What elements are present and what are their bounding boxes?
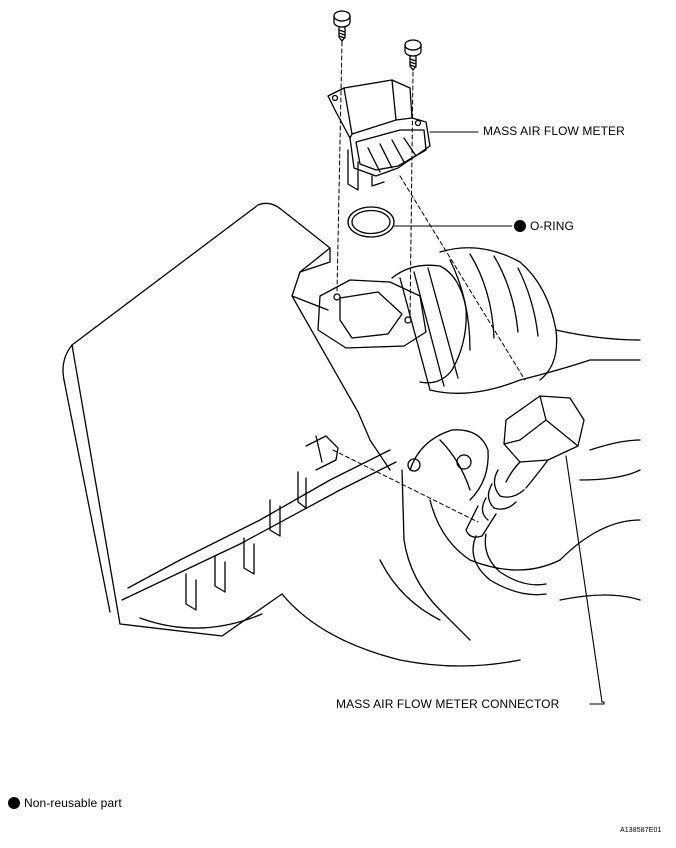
legend: Non-reusable part [8,796,122,810]
mass-air-flow-meter-part [327,79,431,191]
connector-label: MASS AIR FLOW METER CONNECTOR [336,697,560,711]
legend-label: Non-reusable part [24,796,122,810]
alignment-guide-lines [332,41,526,523]
o-ring-callout: O-RING [514,219,574,233]
o-ring-part [347,206,395,238]
leader-lines [393,131,605,705]
mass-air-flow-meter-connector [465,395,585,596]
o-ring-label: O-RING [530,219,574,233]
non-reusable-marker-icon [514,220,526,232]
engine-background [281,429,641,667]
figure-code: A138587E01 [620,827,662,834]
bolt-icon [404,39,422,71]
non-reusable-marker-icon [8,797,20,809]
bolt-icon [333,10,351,42]
air-intake-duct [317,247,641,394]
mass-air-flow-meter-label: MASS AIR FLOW METER [483,124,625,138]
air-cleaner-case [62,202,397,637]
